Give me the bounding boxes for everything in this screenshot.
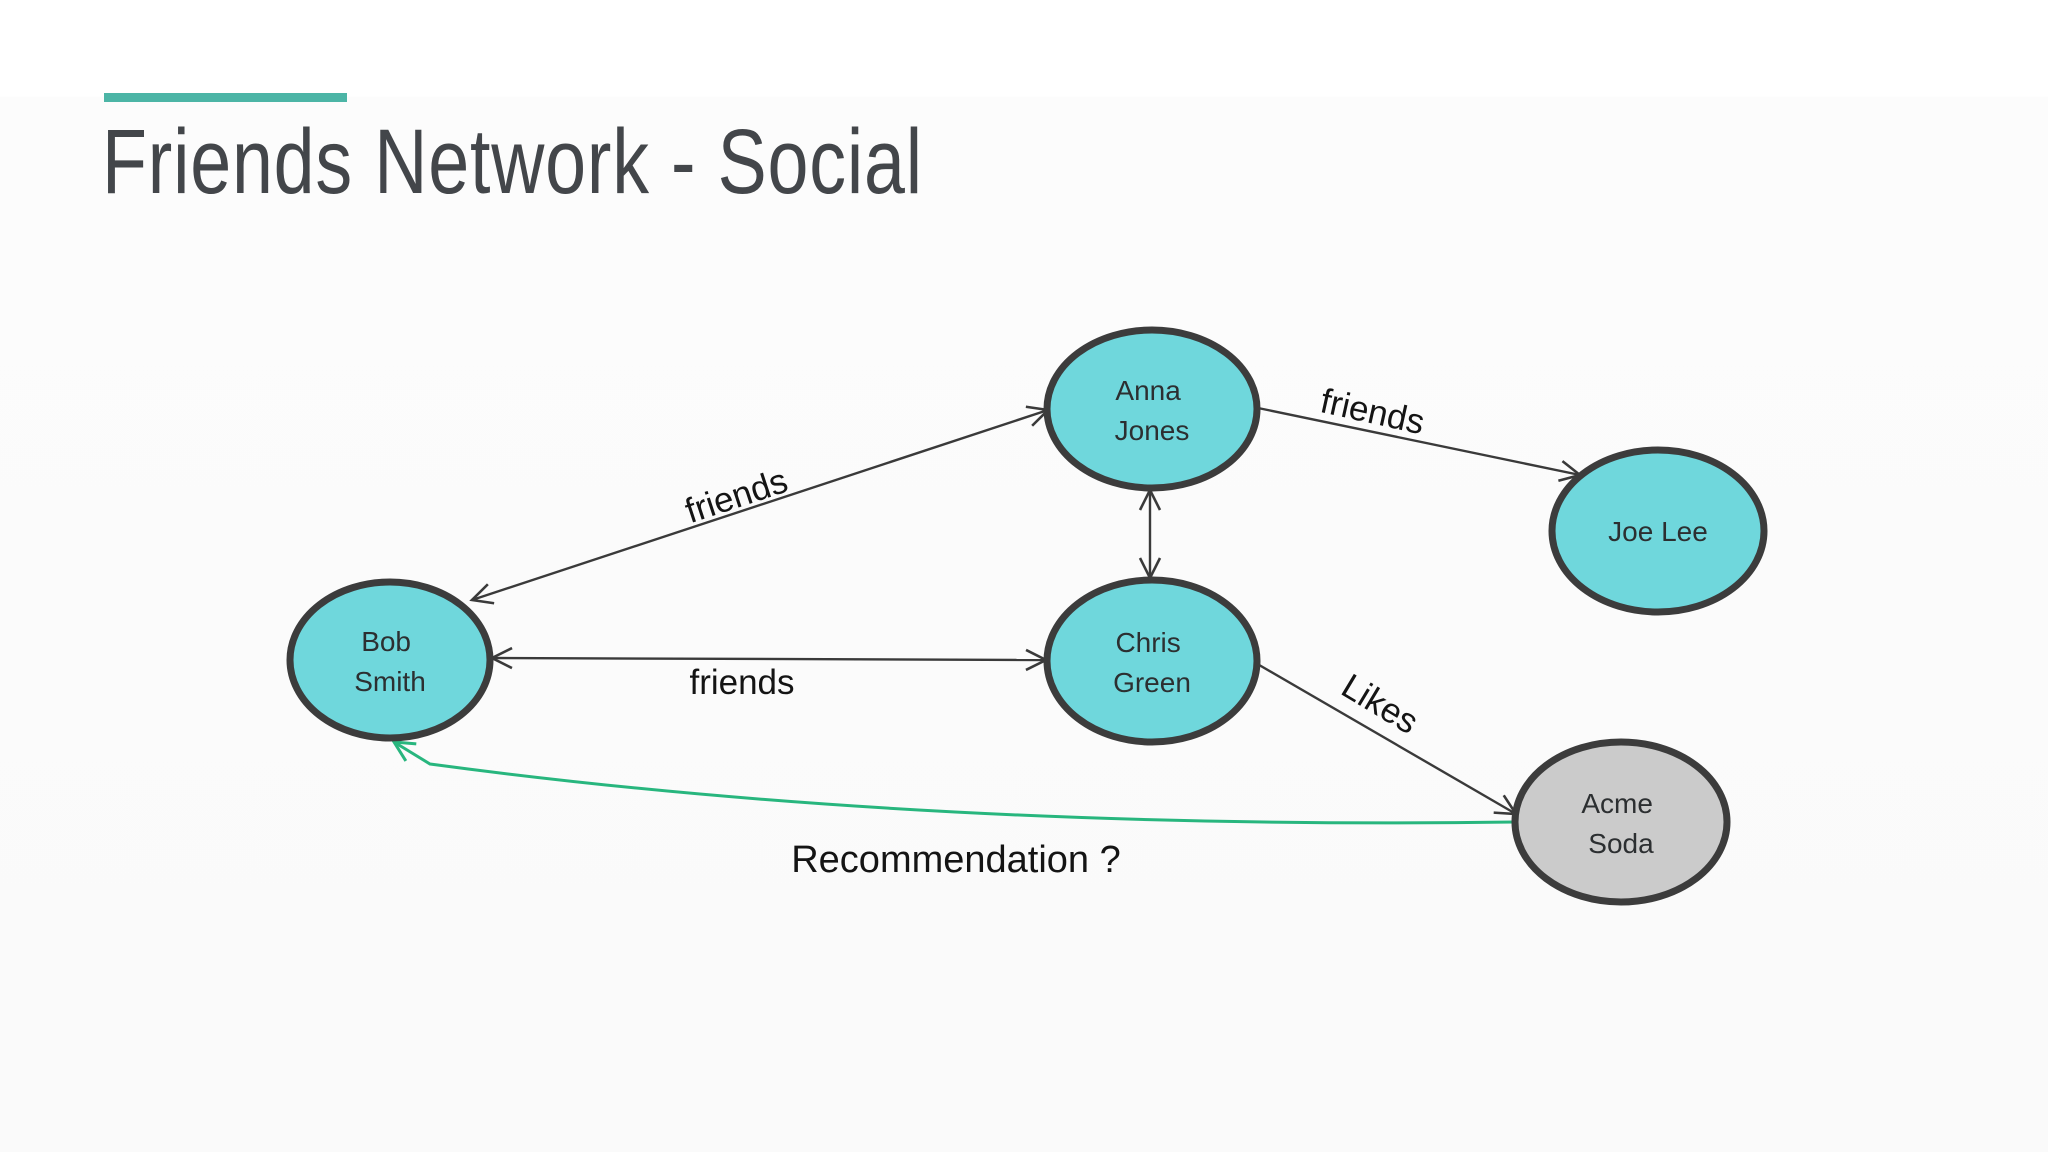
node-bob-smith: Bob Smith [286, 578, 494, 742]
edge-anna-joe [1257, 406, 1583, 482]
edge-chris-acme [1253, 660, 1519, 816]
nodes: Bob Smith Anna Jones Chris Green [286, 326, 1768, 906]
edge-chris-bob [489, 646, 1049, 672]
edge-bob-anna [469, 405, 1051, 605]
edge-recommendation-label: Recommendation ? [791, 839, 1121, 881]
edge-chris-bob-label: friends [689, 663, 794, 702]
edge-chris-acme-label: Likes [1335, 666, 1425, 742]
slide-title: Friends Network - Social [102, 111, 923, 213]
node-anna-jones: Anna Jones [1043, 326, 1261, 492]
node-chris-green-shape [1043, 576, 1261, 746]
edges [391, 405, 1583, 825]
node-acme-soda-label: Acme Soda [1581, 788, 1660, 859]
edge-anna-joe-label: friends [1317, 381, 1428, 442]
edge-acme-bob-recommendation [391, 740, 1516, 825]
node-bob-smith-label: Bob Smith [354, 626, 426, 697]
node-chris-green-label: Chris Green [1113, 627, 1191, 698]
node-anna-jones-label: Anna Jones [1115, 375, 1190, 446]
node-anna-jones-shape [1043, 326, 1261, 492]
node-acme-soda-shape [1511, 738, 1731, 906]
title-accent-bar [104, 93, 347, 102]
edge-bob-anna-label: friends [680, 461, 792, 531]
node-chris-green: Chris Green [1043, 576, 1261, 746]
node-joe-lee-label: Joe Lee [1608, 516, 1708, 547]
node-joe-lee: Joe Lee [1548, 446, 1768, 616]
node-bob-smith-shape [286, 578, 494, 742]
node-joe-lee-shape [1548, 446, 1768, 616]
node-acme-soda: Acme Soda [1511, 738, 1731, 906]
